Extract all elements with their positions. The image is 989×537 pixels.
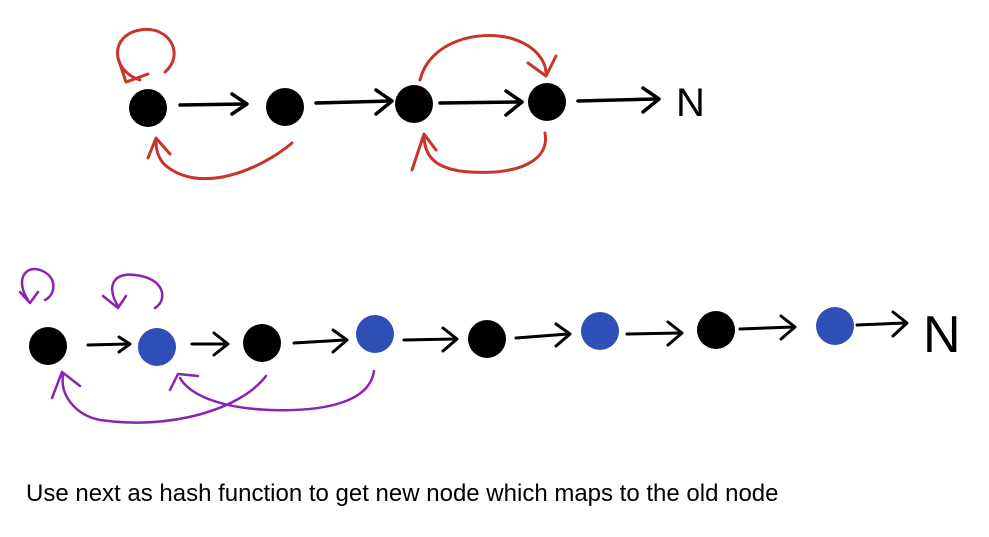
bottom-next-arrow-6 [625,320,684,347]
top-random-node3-to-node4 [418,34,548,82]
bottom-node-6 [581,312,619,350]
bottom-next-arrow-5 [514,322,572,348]
bottom-node-3 [243,324,281,362]
bottom-random-self-loop-2 [111,273,164,310]
bottom-next-arrow-8 [855,310,909,338]
bottom-random-self-loop-1 [20,267,55,302]
bottom-node-4 [356,315,394,353]
bottom-random-self-loop-2-head [101,294,128,310]
bottom-random-node4-to-node2 [178,369,376,412]
bottom-node-8 [816,307,854,345]
bottom-next-arrow-2 [190,331,230,357]
bottom-random-self-loop-1-head [18,290,40,305]
top-next-arrow-4 [576,86,661,114]
top-random-node3-to-node4-head [526,54,558,78]
bottom-next-arrow-7 [738,314,797,341]
top-node-2 [266,88,304,126]
bottom-node-2 [138,328,176,366]
bottom-list: N [18,267,961,424]
bottom-terminator: N [923,306,961,364]
top-random-node4-to-node3-head [410,132,438,172]
top-random-self-loop [116,28,176,82]
bottom-node-7 [697,311,735,349]
bottom-random-pointers [18,267,376,424]
bottom-next-arrow-4 [402,326,459,353]
bottom-node-1 [29,327,67,365]
top-random-node2-to-node1 [154,138,294,181]
top-next-arrow-1 [178,92,249,116]
bottom-next-arrow-1 [86,335,132,354]
bottom-random-node4-to-node2-head [168,372,200,392]
top-node-3 [395,85,433,123]
top-random-self-loop-head [116,56,150,84]
top-random-pointers [116,28,558,181]
top-node-4 [528,83,566,121]
top-node-1 [129,89,167,127]
top-random-node2-to-node1-head [146,136,172,160]
bottom-node-5 [468,320,506,358]
bottom-random-node3-to-node1-head [50,370,82,400]
top-terminator: N [676,81,705,125]
caption: Use next as hash function to get new nod… [26,480,779,507]
top-random-node4-to-node3 [422,131,548,174]
top-next-arrow-2 [314,88,394,116]
bottom-next-arrow-3 [292,328,349,354]
bottom-random-node3-to-node1 [61,373,268,424]
top-list: N [116,28,705,181]
top-next-arrow-3 [438,89,524,117]
